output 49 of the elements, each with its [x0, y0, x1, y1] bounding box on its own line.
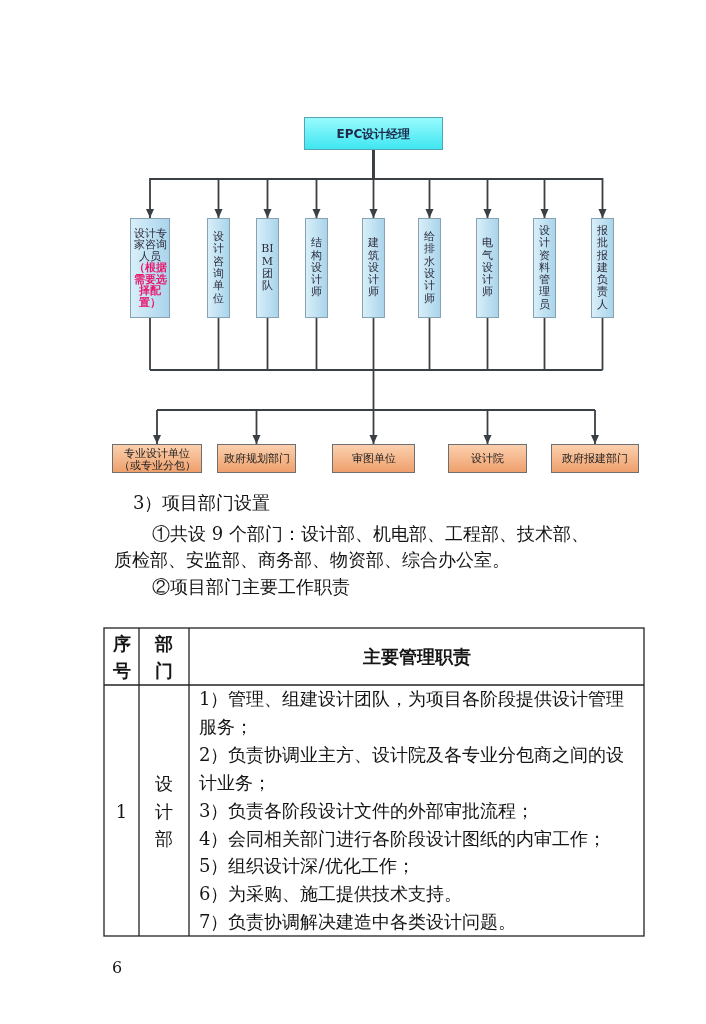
role-box: 结构设计师	[305, 218, 328, 318]
column-header: 主要管理职责	[362, 645, 471, 669]
role-title: 设计专家咨询人员	[133, 227, 167, 263]
body-paragraph: ①共设 9 个部门：设计部、机电部、工程部、技术部、质检部、安监部、商务部、物资部、综合办公室。	[114, 522, 590, 572]
connector-arrow	[590, 409, 600, 445]
connector-line	[149, 369, 604, 411]
role-box: 报批报建负责人	[591, 218, 614, 318]
duty-item: 5）组织设计深/优化工作；	[199, 854, 415, 879]
unit-box: 政府报建部门	[551, 444, 639, 473]
manager-box: EPC设计经理	[304, 117, 443, 150]
connector-arrow	[252, 409, 261, 445]
connector-line	[486, 317, 489, 371]
duty-item: 3）负责各阶段设计文件的外部审批流程；	[199, 798, 535, 823]
department-name: 设计部	[154, 772, 174, 852]
role-box	[130, 218, 170, 318]
column-header: 部门	[154, 631, 174, 683]
connector-arrow	[483, 409, 492, 445]
connector-line	[543, 317, 546, 371]
duty-item: 1）管理、组建设计团队，为项目各阶段提供设计管理服务；	[199, 687, 626, 739]
role-box: 设计咨询单位	[207, 218, 230, 318]
duty-item: 2）负责协调业主方、设计院及各专业分包商之间的设计业务；	[199, 742, 626, 795]
connector-line	[217, 317, 220, 371]
page-number: 6	[112, 957, 123, 979]
connector-line	[372, 317, 375, 371]
connector-line	[266, 317, 269, 371]
duty-item: 7）负责协调解决建造中各类设计问题。	[199, 910, 517, 935]
connector-line	[149, 317, 151, 371]
role-box: BIM团队	[256, 218, 279, 318]
section-heading: ②项目部门主要工作职责	[152, 575, 350, 599]
row-number: 1	[115, 800, 128, 824]
role-box: 给排水设计师	[418, 218, 441, 318]
duty-item: 6）为采购、施工提供技术支持。	[199, 882, 463, 907]
connector-line	[601, 317, 604, 371]
unit-box: 审图单位	[332, 444, 415, 473]
section-heading: 3）项目部门设置	[133, 491, 271, 515]
role-box: 建筑设计师	[362, 218, 385, 318]
unit-box: 专业设计单位（或专业分包）	[112, 444, 202, 473]
connector-arrow	[369, 409, 378, 445]
unit-box: 政府规划部门	[217, 444, 296, 473]
role-box: 设计资料管理员	[533, 218, 556, 318]
connector-arrow	[372, 149, 607, 219]
role-box: 电气设计师	[476, 218, 499, 318]
connector-line	[428, 317, 431, 371]
column-header: 序号	[111, 631, 132, 683]
duty-item: 4）会同相关部门进行各阶段设计图纸的内审工作；	[199, 826, 607, 851]
connector-arrow	[152, 409, 162, 445]
note-text: （根据需要选择配置）	[133, 262, 167, 309]
connector-line	[315, 317, 318, 371]
unit-box: 设计院	[448, 444, 527, 473]
